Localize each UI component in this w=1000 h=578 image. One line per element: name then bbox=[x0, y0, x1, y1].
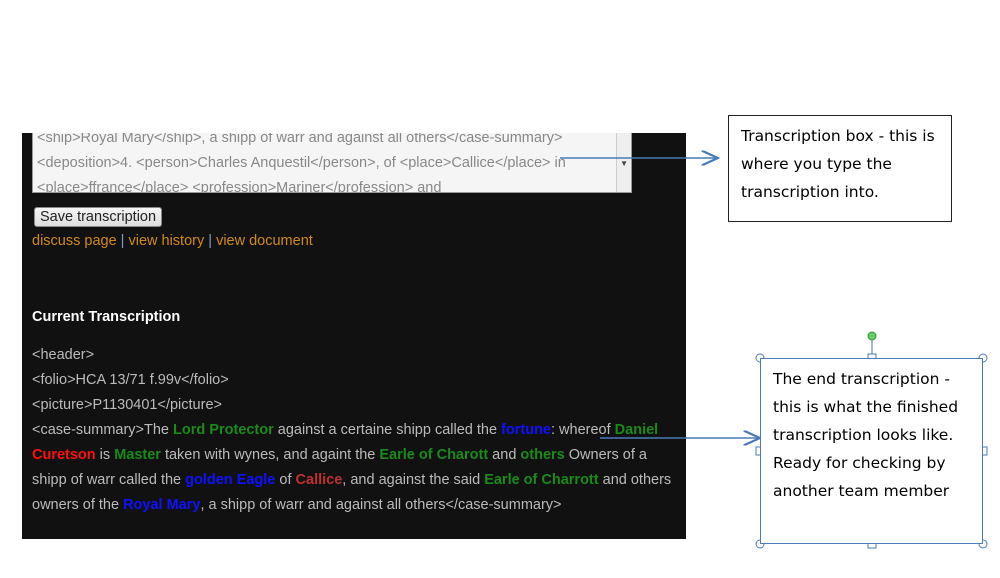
page-links: discuss page | view history | view docum… bbox=[32, 233, 313, 249]
separator: | bbox=[120, 233, 125, 249]
summary-text: and bbox=[488, 447, 521, 463]
tagged-entity: Lord Protector bbox=[173, 422, 274, 438]
tagged-entity: Earle of Charott bbox=[379, 447, 489, 463]
rotation-handle[interactable] bbox=[867, 331, 877, 341]
textarea-line: <ship>Royal Mary</ship>, a shipp of warr… bbox=[37, 133, 563, 146]
tagged-entity: others bbox=[520, 447, 565, 463]
summary-text: against a certaine shipp called the bbox=[273, 422, 502, 438]
summary-text: <case-summary>The bbox=[32, 422, 174, 438]
tagged-entity: Master bbox=[114, 447, 161, 463]
summary-text: of bbox=[275, 472, 296, 488]
tagged-entity: Daniel bbox=[614, 422, 659, 438]
summary-text: , and against the said bbox=[342, 472, 485, 488]
transcription-line: <header> bbox=[32, 347, 95, 363]
tagged-entity: fortune bbox=[501, 422, 551, 438]
summary-text: : whereof bbox=[551, 422, 615, 438]
separator: | bbox=[208, 233, 213, 249]
summary-text: Owners of a shipp of warr called the bbox=[32, 447, 647, 488]
transcription-panel: <ship>Royal Mary</ship>, a shipp of warr… bbox=[22, 133, 686, 539]
textarea-line: <deposition>4. <person>Charles Anquestil… bbox=[37, 155, 566, 171]
transcription-textarea[interactable]: <ship>Royal Mary</ship>, a shipp of warr… bbox=[32, 133, 632, 193]
transcription-line: <folio>HCA 13/71 f.99v</folio> bbox=[32, 372, 229, 388]
scroll-down-icon[interactable]: ▼ bbox=[620, 159, 628, 168]
discuss-page-link[interactable]: discuss page bbox=[32, 233, 117, 249]
tagged-entity: golden Eagle bbox=[185, 472, 276, 488]
view-history-link[interactable]: view history bbox=[128, 233, 205, 249]
tagged-entity: Earle of Charrott bbox=[484, 472, 599, 488]
current-transcription-heading: Current Transcription bbox=[32, 309, 181, 325]
tagged-entity: Royal Mary bbox=[123, 497, 201, 513]
summary-text: is bbox=[95, 447, 115, 463]
textarea-scrollbar[interactable]: ▼ bbox=[616, 133, 631, 192]
summary-text: taken with wynes, and againt the bbox=[160, 447, 380, 463]
current-transcription: <header> <folio>HCA 13/71 f.99v</folio> … bbox=[32, 343, 682, 518]
callout-transcription-box: Transcription box - this is where you ty… bbox=[728, 115, 952, 222]
save-transcription-button[interactable]: Save transcription bbox=[34, 207, 163, 227]
transcription-line: <picture>P1130401</picture> bbox=[32, 397, 222, 413]
case-summary: <case-summary>The Lord Protector against… bbox=[32, 418, 682, 518]
tagged-entity: Callice bbox=[295, 472, 343, 488]
view-document-link[interactable]: view document bbox=[216, 233, 313, 249]
summary-text: , a shipp of warr and against all others… bbox=[200, 497, 562, 513]
textarea-line: <place>ffrance</place> <profession>Marin… bbox=[37, 180, 442, 193]
summary-text: and others owners of the bbox=[32, 472, 672, 513]
tagged-entity: Curetson bbox=[32, 447, 96, 463]
callout-end-transcription: The end transcription - this is what the… bbox=[760, 358, 983, 544]
